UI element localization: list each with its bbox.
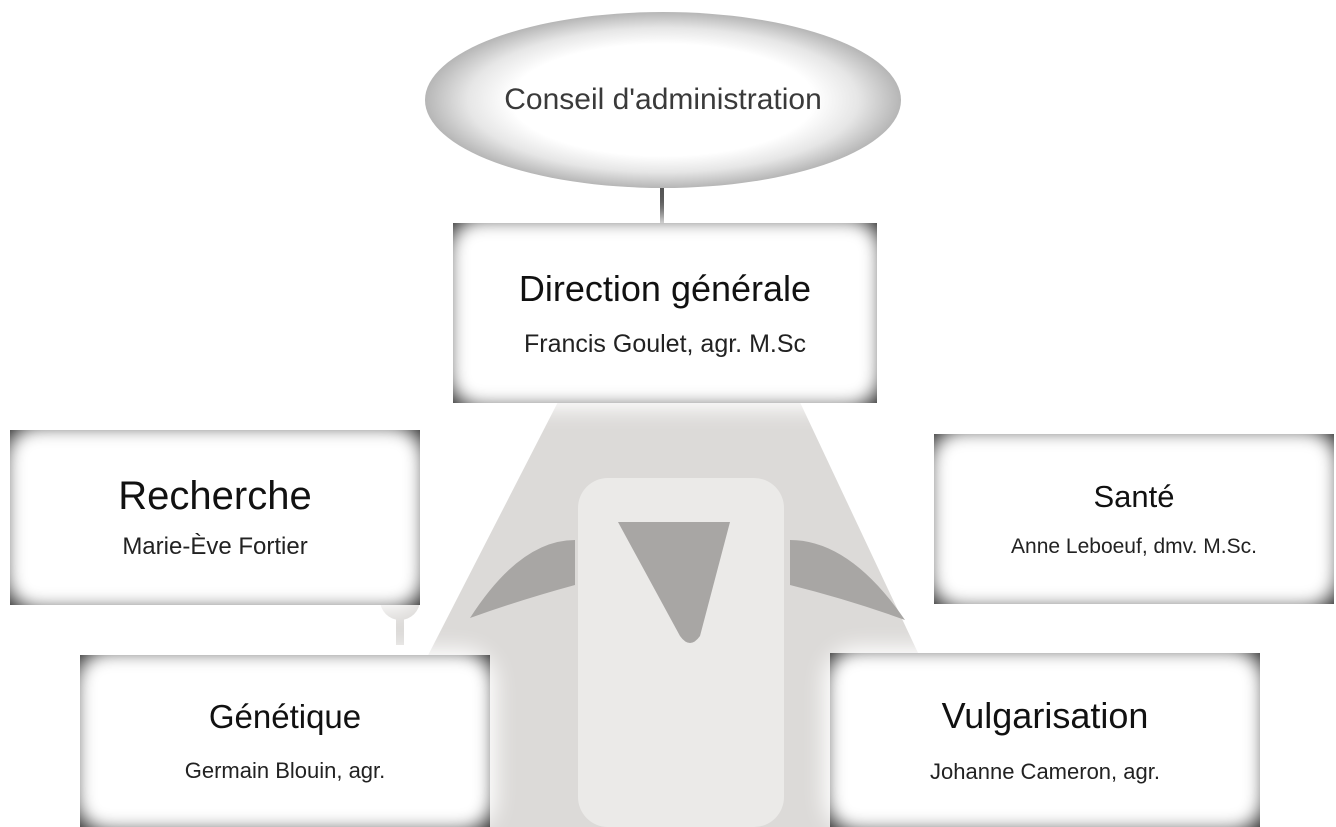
department-node-vulgarisation: Vulgarisation Johanne Cameron, agr. — [830, 653, 1260, 827]
department-title: Santé — [1093, 479, 1175, 514]
connector-board-direction — [660, 188, 664, 223]
department-person: Johanne Cameron, agr. — [930, 759, 1160, 784]
department-person: Marie-Ève Fortier — [122, 533, 308, 560]
department-title: Génétique — [208, 698, 362, 735]
department-person: Anne Leboeuf, dmv. M.Sc. — [1011, 535, 1257, 558]
direction-node: Direction générale Francis Goulet, agr. … — [453, 223, 877, 403]
direction-person: Francis Goulet, agr. M.Sc — [523, 329, 807, 358]
department-node-sante: Santé Anne Leboeuf, dmv. M.Sc. — [934, 434, 1334, 604]
board-node: Conseil d'administration — [425, 12, 901, 188]
department-person: Germain Blouin, agr. — [184, 758, 386, 783]
board-title: Conseil d'administration — [504, 83, 822, 116]
department-node-genetique: Génétique Germain Blouin, agr. — [80, 655, 490, 827]
direction-title: Direction générale — [518, 267, 812, 309]
department-title: Recherche — [118, 474, 312, 518]
department-title: Vulgarisation — [941, 695, 1149, 736]
department-node-recherche: Recherche Marie-Ève Fortier — [10, 430, 420, 605]
